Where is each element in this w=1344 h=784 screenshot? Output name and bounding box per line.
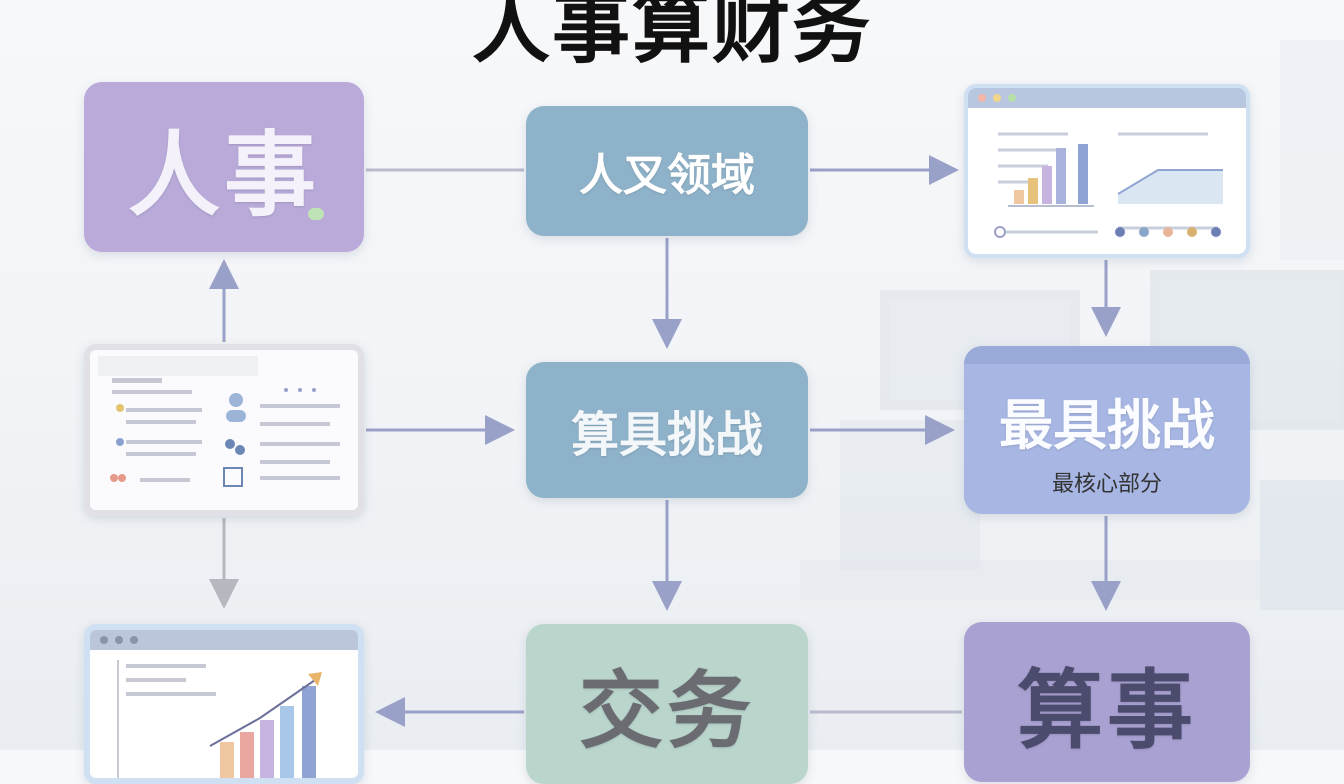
node-jiaowu: 交务	[526, 624, 808, 784]
profile-window	[84, 344, 364, 516]
node-suanshi: 算事	[964, 622, 1250, 782]
node-zuiju: 最具挑战 最核心部分	[964, 346, 1250, 514]
node-renshi: 人事	[84, 82, 364, 252]
node-suanshi-label: 算事	[1017, 660, 1197, 761]
dashboard-window	[964, 84, 1250, 258]
growth-chart-window	[84, 624, 364, 784]
flow-arrows	[209, 155, 1121, 727]
node-renshi-label: 人事	[127, 121, 320, 229]
profile-list-icon	[98, 356, 340, 487]
growth-chart-icon	[117, 660, 322, 778]
window-titlebar	[90, 630, 358, 650]
node-suanju: 算具挑战	[526, 362, 808, 498]
node-suanju-label: 算具挑战	[570, 407, 763, 463]
window-titlebar	[968, 88, 1246, 108]
page-title: 人事算财务	[471, 0, 872, 74]
node-renyi: 人叉领域	[526, 106, 808, 236]
node-zuiju-subtitle: 最核心部分	[1051, 471, 1162, 497]
dashboard-chart-icon	[994, 132, 1223, 238]
node-jiaowu-label: 交务	[578, 661, 755, 760]
node-zuiju-label: 最具挑战	[999, 393, 1215, 457]
node-renyi-label: 人叉领域	[579, 150, 755, 201]
status-dot-icon	[308, 208, 324, 220]
